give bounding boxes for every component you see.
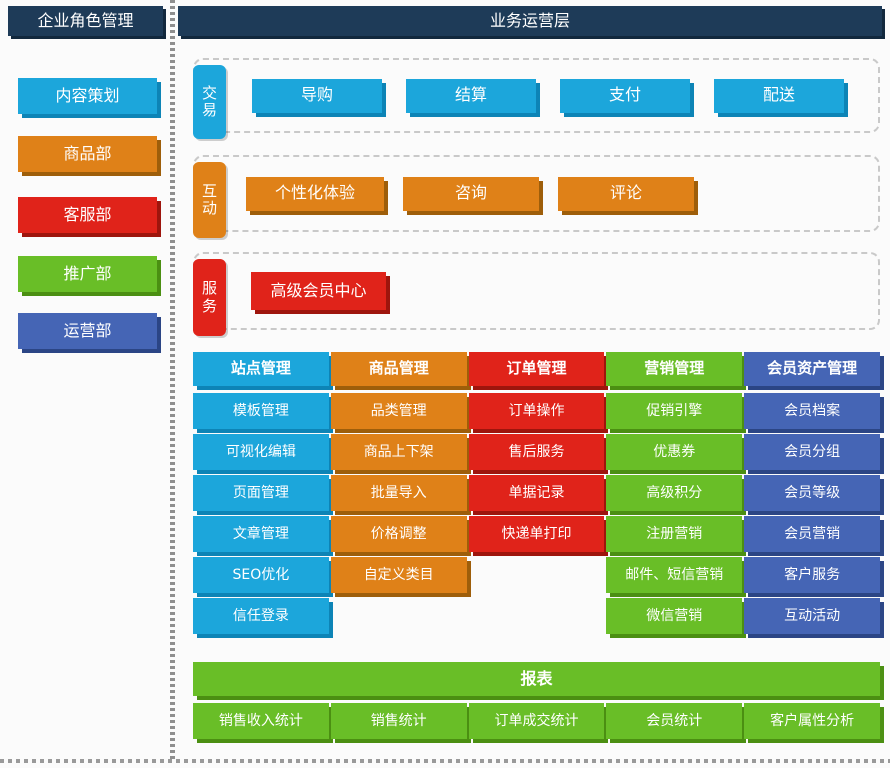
cell-seo-optimization[interactable]: SEO优化 <box>193 557 329 593</box>
column-header-site-management: 站点管理 <box>193 352 329 386</box>
function-grid: 站点管理 模板管理 可视化编辑 页面管理 文章管理 SEO优化 信任登录 商品管… <box>193 352 880 639</box>
cell-receipt-records[interactable]: 单据记录 <box>468 475 605 511</box>
sidebar-title: 企业角色管理 <box>8 6 163 36</box>
row-interaction: 互动 个性化体验 咨询 评论 <box>193 155 880 238</box>
cell-after-sales-service[interactable]: 售后服务 <box>468 434 605 470</box>
cell-product-listing[interactable]: 商品上下架 <box>330 434 467 470</box>
report-row: 销售收入统计 销售统计 订单成交统计 会员统计 客户属性分析 <box>193 703 880 739</box>
button-premium-member-center[interactable]: 高级会员中心 <box>251 272 386 310</box>
cell-page-management[interactable]: 页面管理 <box>193 475 329 511</box>
cell-custom-categories[interactable]: 自定义类目 <box>330 557 467 593</box>
cell-customer-service[interactable]: 客户服务 <box>744 557 880 593</box>
row-service: 服务 高级会员中心 <box>193 252 880 336</box>
row-transaction: 交易 导购 结算 支付 配送 <box>193 58 880 139</box>
cell-member-levels[interactable]: 会员等级 <box>744 475 880 511</box>
cell-registration-marketing[interactable]: 注册营销 <box>606 516 743 552</box>
cell-member-stats[interactable]: 会员统计 <box>606 703 743 739</box>
cell-order-operations[interactable]: 订单操作 <box>468 393 605 429</box>
report-header: 报表 <box>193 662 880 696</box>
sidebar-item-service-dept[interactable]: 客服部 <box>18 197 157 233</box>
button-payment[interactable]: 支付 <box>560 78 690 113</box>
cell-email-sms-marketing[interactable]: 邮件、短信营销 <box>606 557 743 593</box>
button-shopping-guide[interactable]: 导购 <box>252 78 382 113</box>
column-order-management: 订单管理 订单操作 售后服务 单据记录 快递单打印 <box>468 352 605 557</box>
button-consultation[interactable]: 咨询 <box>403 176 539 211</box>
button-comments[interactable]: 评论 <box>558 176 694 211</box>
row-tab-transaction: 交易 <box>193 65 226 139</box>
column-header-member-asset-management: 会员资产管理 <box>744 352 880 386</box>
cell-sales-stats[interactable]: 销售统计 <box>330 703 467 739</box>
column-site-management: 站点管理 模板管理 可视化编辑 页面管理 文章管理 SEO优化 信任登录 <box>193 352 329 639</box>
sidebar-item-promotion-dept[interactable]: 推广部 <box>18 256 157 292</box>
main-title: 业务运营层 <box>178 6 882 36</box>
cell-article-management[interactable]: 文章管理 <box>193 516 329 552</box>
sidebar-item-operation-dept[interactable]: 运营部 <box>18 313 157 349</box>
cell-member-profiles[interactable]: 会员档案 <box>744 393 880 429</box>
cell-template-management[interactable]: 模板管理 <box>193 393 329 429</box>
cell-category-management[interactable]: 品类管理 <box>330 393 467 429</box>
column-product-management: 商品管理 品类管理 商品上下架 批量导入 价格调整 自定义类目 <box>330 352 467 598</box>
button-settlement[interactable]: 结算 <box>406 78 536 113</box>
vertical-dotted-divider <box>170 0 175 760</box>
column-header-marketing-management: 营销管理 <box>606 352 743 386</box>
horizontal-dotted-divider <box>0 759 890 763</box>
cell-price-adjustment[interactable]: 价格调整 <box>330 516 467 552</box>
cell-waybill-printing[interactable]: 快递单打印 <box>468 516 605 552</box>
column-marketing-management: 营销管理 促销引擎 优惠券 高级积分 注册营销 邮件、短信营销 微信营销 <box>606 352 743 639</box>
cell-member-marketing[interactable]: 会员营销 <box>744 516 880 552</box>
column-header-order-management: 订单管理 <box>468 352 605 386</box>
row-tab-service: 服务 <box>193 259 226 336</box>
cell-visual-editing[interactable]: 可视化编辑 <box>193 434 329 470</box>
cell-order-deal-stats[interactable]: 订单成交统计 <box>468 703 605 739</box>
cell-wechat-marketing[interactable]: 微信营销 <box>606 598 743 634</box>
cell-promotion-engine[interactable]: 促销引擎 <box>606 393 743 429</box>
cell-member-grouping[interactable]: 会员分组 <box>744 434 880 470</box>
cell-premium-points[interactable]: 高级积分 <box>606 475 743 511</box>
cell-coupons[interactable]: 优惠券 <box>606 434 743 470</box>
cell-batch-import[interactable]: 批量导入 <box>330 475 467 511</box>
column-member-asset-management: 会员资产管理 会员档案 会员分组 会员等级 会员营销 客户服务 互动活动 <box>744 352 880 639</box>
button-personalized-experience[interactable]: 个性化体验 <box>246 176 384 211</box>
button-delivery[interactable]: 配送 <box>714 78 844 113</box>
cell-customer-attribute-analysis[interactable]: 客户属性分析 <box>744 703 880 739</box>
cell-sales-revenue-stats[interactable]: 销售收入统计 <box>193 703 329 739</box>
sidebar-item-content-planning[interactable]: 内容策划 <box>18 78 157 114</box>
row-tab-interaction: 互动 <box>193 162 226 238</box>
sidebar-item-product-dept[interactable]: 商品部 <box>18 136 157 172</box>
cell-trusted-login[interactable]: 信任登录 <box>193 598 329 634</box>
column-header-product-management: 商品管理 <box>330 352 467 386</box>
cell-interactive-activities[interactable]: 互动活动 <box>744 598 880 634</box>
